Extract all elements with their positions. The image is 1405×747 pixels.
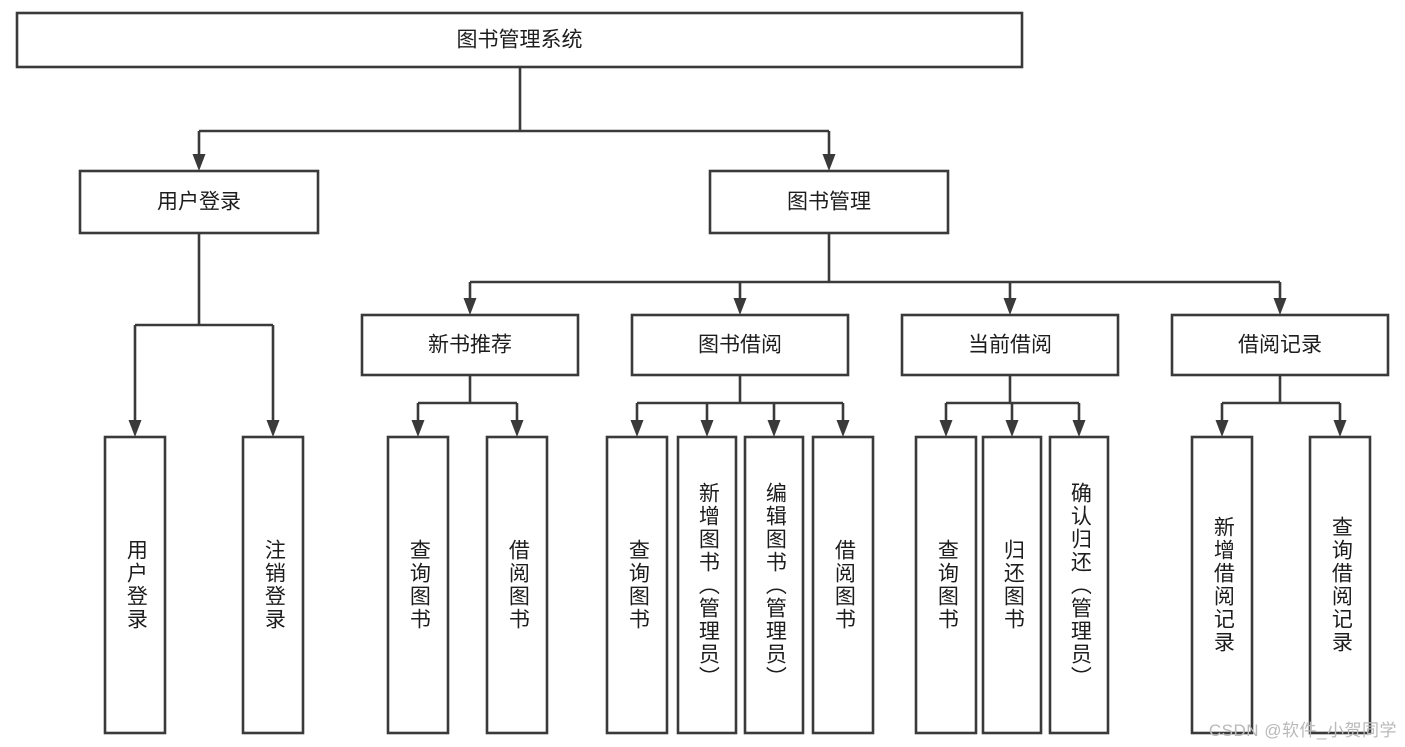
connector-layer — [128, 67, 1347, 437]
arrow-head-borrow-record — [1273, 298, 1287, 315]
node-box-book-manage[interactable] — [708, 169, 950, 235]
node-box-leaf-borrow-book-1[interactable] — [485, 435, 549, 735]
node-label-book-manage: 图书管理 — [787, 191, 871, 214]
arrow-head-user-login — [192, 154, 206, 171]
arrow-head-leaf-query-borrow-record — [1333, 420, 1347, 437]
arrow-head-leaf-add-book-admin — [700, 420, 714, 437]
node-box-leaf-add-borrow-record[interactable] — [1190, 435, 1254, 735]
node-box-leaf-borrow-book-2[interactable] — [811, 435, 875, 735]
arrow-head-leaf-confirm-return-admin — [1072, 420, 1086, 437]
node-box-leaf-edit-book-admin[interactable] — [743, 435, 805, 735]
node-box-leaf-return-book[interactable] — [981, 435, 1043, 735]
arrow-head-current-borrow — [1003, 298, 1017, 315]
node-box-borrow-record[interactable] — [1170, 313, 1390, 377]
node-label-new-book-recommend: 新书推荐 — [428, 334, 512, 357]
arrow-head-new-book-recommend — [463, 298, 477, 315]
arrow-head-leaf-query-book-1 — [411, 420, 425, 437]
csdn-watermark: CSDN @软件_小贺同学 — [1208, 721, 1397, 740]
node-box-leaf-query-book-1[interactable] — [386, 435, 450, 735]
node-label-current-borrow: 当前借阅 — [968, 334, 1052, 357]
arrow-head-leaf-query-book-2 — [630, 420, 644, 437]
arrow-head-leaf-add-borrow-record — [1215, 420, 1229, 437]
arrow-head-leaf-query-book-3 — [939, 420, 953, 437]
arrow-head-leaf-logout-login — [266, 420, 280, 437]
arrow-head-book-manage — [822, 154, 836, 171]
node-box-leaf-query-book-2[interactable] — [605, 435, 669, 735]
node-box-root[interactable] — [15, 11, 1024, 69]
node-box-leaf-add-book-admin[interactable] — [676, 435, 738, 735]
node-box-book-borrow[interactable] — [630, 313, 850, 377]
node-box-user-login[interactable] — [78, 169, 320, 235]
arrow-head-leaf-borrow-book-1 — [510, 420, 524, 437]
node-box-leaf-query-book-3[interactable] — [914, 435, 978, 735]
node-box-new-book-recommend[interactable] — [360, 313, 580, 377]
node-box-leaf-user-login[interactable] — [103, 435, 167, 735]
node-label-user-login: 用户登录 — [157, 191, 241, 214]
arrow-head-leaf-user-login — [128, 420, 142, 437]
node-label-root: 图书管理系统 — [457, 29, 583, 52]
arrow-head-book-borrow — [733, 298, 747, 315]
arrow-head-leaf-edit-book-admin — [767, 420, 781, 437]
node-box-leaf-query-borrow-record[interactable] — [1308, 435, 1372, 735]
node-label-book-borrow: 图书借阅 — [698, 334, 782, 357]
node-box-leaf-confirm-return-admin[interactable] — [1048, 435, 1110, 735]
node-box-leaf-logout-login[interactable] — [241, 435, 305, 735]
node-box-layer — [15, 11, 1390, 735]
arrow-head-leaf-borrow-book-2 — [836, 420, 850, 437]
node-box-current-borrow[interactable] — [900, 313, 1120, 377]
arrow-head-leaf-return-book — [1005, 420, 1019, 437]
node-label-borrow-record: 借阅记录 — [1238, 334, 1322, 357]
